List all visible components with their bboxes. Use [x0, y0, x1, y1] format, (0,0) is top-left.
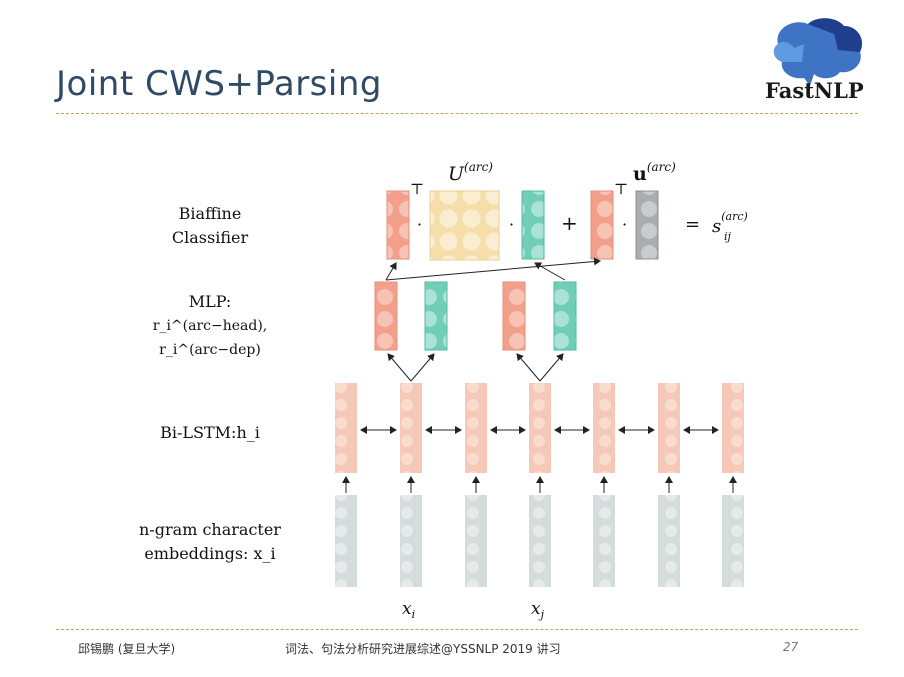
mlp-arrow-j-dep [539, 353, 564, 382]
bilstm-label-text: Bi-LSTM:h_i [160, 423, 260, 442]
mlp-head-j [502, 281, 526, 351]
plus-sign: + [561, 211, 578, 235]
bilstm-label: Bi-LSTM:h_i [135, 421, 285, 445]
s-label: s(arc) [712, 210, 748, 237]
brain-puzzle-icon [773, 18, 863, 86]
mlp-label-line1: MLP: [188, 292, 232, 311]
embedding-5 [593, 495, 615, 587]
biaffine-arrow-2 [385, 257, 601, 281]
lstm-cell-7 [722, 383, 744, 473]
mlp-label-line2: r_i^(arc−head), r_i^(arc−dep) [152, 318, 268, 358]
xj-label: xj [531, 599, 545, 621]
ngram-label-line1: n-gram character [139, 520, 281, 539]
footer-talk-title: 词法、句法分析研究进展综述@YSSNLP 2019 讲习 [285, 642, 561, 656]
mlp-arrow-i-head [387, 353, 412, 382]
biaffine-arrow-1 [385, 262, 397, 281]
lstm-cell-6 [658, 383, 680, 473]
footer-divider [56, 629, 858, 630]
page-number: 27 [783, 640, 799, 654]
embedding-7 [722, 495, 744, 587]
dep-vector-1 [521, 190, 545, 260]
mlp-head-i [374, 281, 398, 351]
dot-2: · [509, 215, 514, 234]
mlp-arrow-j-head [516, 353, 541, 382]
lstm-cell-1 [335, 383, 357, 473]
head-vector-1 [386, 190, 410, 260]
s-sub: ij [724, 230, 732, 243]
mlp-arrow-i-dep [410, 353, 435, 382]
biaffine-label-line2: Classifier [171, 228, 249, 247]
mlp-label: MLP: r_i^(arc−head), r_i^(arc−dep) [105, 290, 315, 362]
embedding-1 [335, 495, 357, 587]
lstm-cell-2 [400, 383, 422, 473]
head-vector-2 [590, 190, 614, 260]
dot-1: · [417, 215, 422, 234]
transpose-2: ⊤ [614, 180, 628, 198]
ngram-label: n-gram character embeddings: x_i [120, 518, 300, 566]
footer-author: 邱锡鹏 (复旦大学) [78, 642, 176, 656]
U-label: U(arc) [448, 160, 493, 185]
U-matrix [429, 190, 500, 261]
lstm-cell-4 [529, 383, 551, 473]
embedding-4 [529, 495, 551, 587]
lstm-cell-5 [593, 383, 615, 473]
embedding-6 [658, 495, 680, 587]
biaffine-label-line1: Biaffine [178, 204, 242, 223]
mlp-dep-i [424, 281, 448, 351]
u-vector [635, 190, 659, 260]
equals-sign: = [685, 214, 700, 235]
embedding-3 [465, 495, 487, 587]
lstm-cell-3 [465, 383, 487, 473]
ngram-label-line2: embeddings: x_i [144, 544, 276, 563]
transpose-1: ⊤ [410, 180, 424, 198]
xi-label: xi [402, 599, 415, 621]
biaffine-arrow-3 [534, 262, 566, 281]
embedding-2 [400, 495, 422, 587]
dot-3: · [622, 215, 627, 234]
biaffine-label: Biaffine Classifier [160, 202, 260, 250]
slide-title: Joint CWS+Parsing [56, 64, 382, 104]
mlp-dep-j [553, 281, 577, 351]
title-divider [56, 113, 858, 114]
logo-text: FastNLP [765, 78, 864, 103]
u-label: u(arc) [633, 160, 676, 185]
